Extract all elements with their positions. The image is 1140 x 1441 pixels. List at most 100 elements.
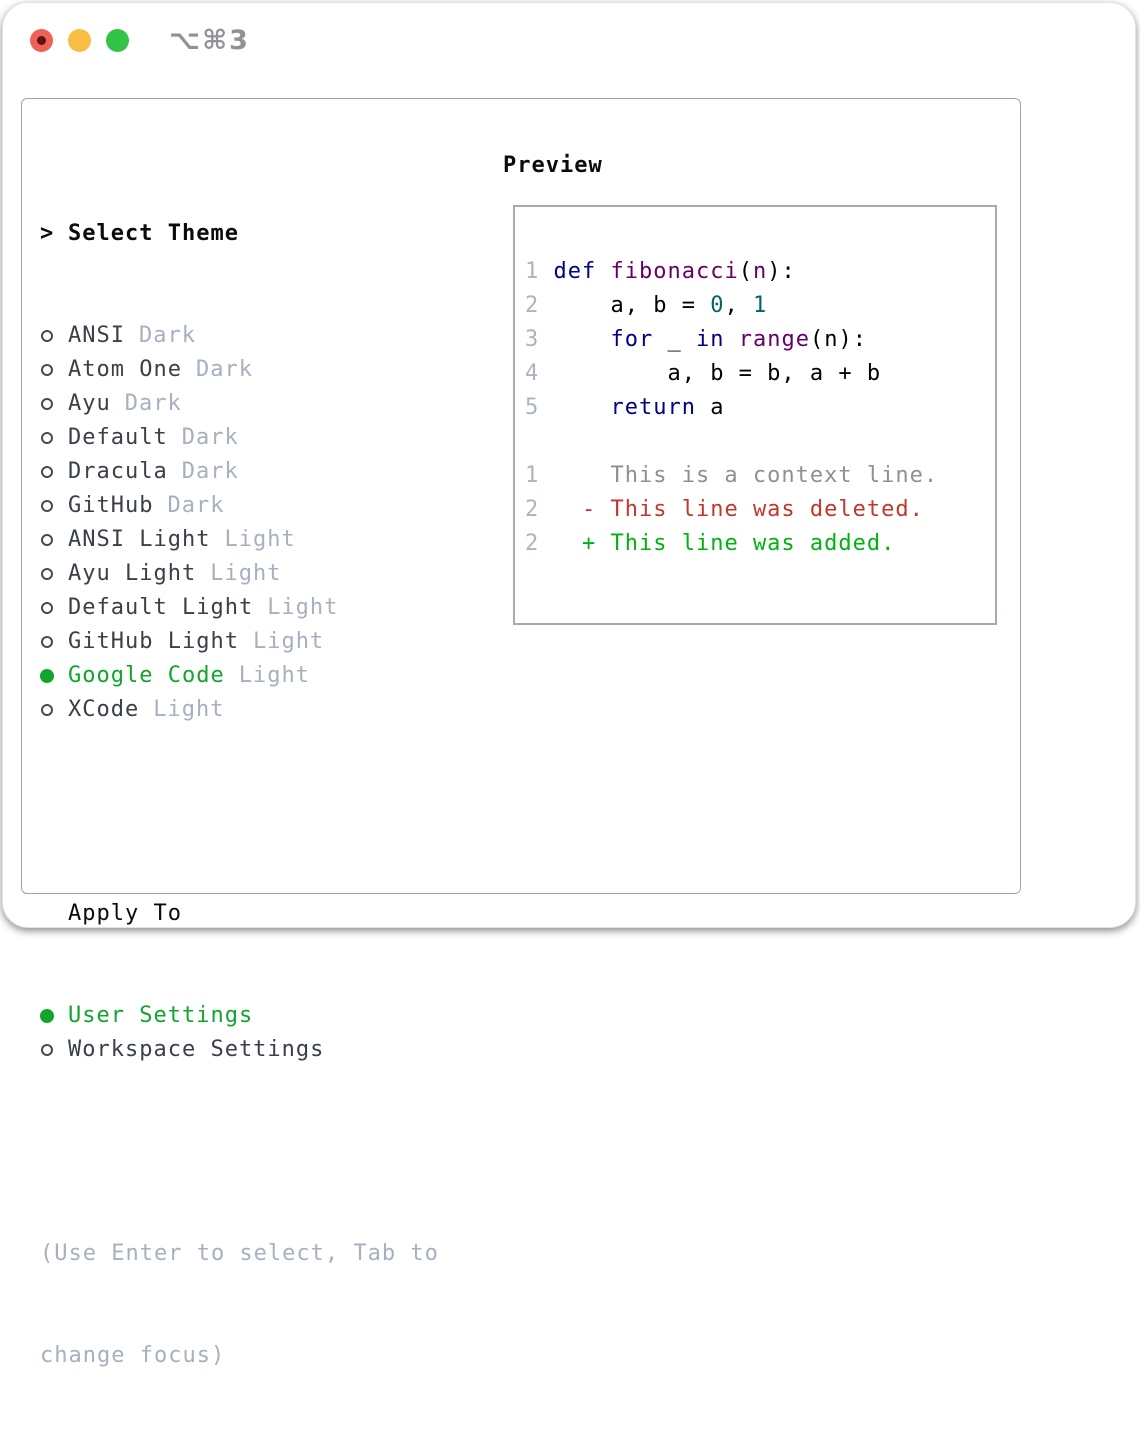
selection-cursor-marker: > xyxy=(40,217,68,251)
token-pl xyxy=(554,395,611,420)
radio-unselected-icon xyxy=(41,330,53,342)
minimize-button-icon[interactable] xyxy=(68,29,91,52)
code-line-8: 2 - This line was deleted. xyxy=(525,493,938,527)
radio-unselected-icon xyxy=(41,534,53,546)
theme-variant-badge: Light xyxy=(210,561,282,586)
select-theme-heading: Select Theme xyxy=(68,221,239,246)
theme-name: GitHub Light xyxy=(68,629,239,654)
token-pl xyxy=(539,531,582,556)
radio-marker xyxy=(40,557,68,591)
theme-name: Ayu xyxy=(68,391,111,416)
radio-unselected-icon xyxy=(41,466,53,478)
token-pl xyxy=(724,327,738,352)
token-lit: 1 xyxy=(752,293,768,318)
token-pl xyxy=(596,259,610,284)
theme-variant-badge: Dark xyxy=(195,357,253,382)
radio-marker xyxy=(40,1033,68,1067)
radio-marker xyxy=(40,353,68,387)
select-theme-heading-row: > Select Theme xyxy=(40,217,439,251)
spacer xyxy=(40,1135,439,1169)
token-kw: for xyxy=(610,327,654,352)
theme-name: XCode xyxy=(68,697,140,722)
keyboard-hint-line-1: (Use Enter to select, Tab to xyxy=(40,1241,439,1266)
theme-option-atom-one[interactable]: Atom One Dark xyxy=(40,353,439,387)
theme-name: Default Light xyxy=(68,595,254,620)
token-pl: a xyxy=(695,395,725,420)
token-pl: a, b = xyxy=(553,293,711,318)
theme-variant-badge: Light xyxy=(267,595,339,620)
zoom-button-icon[interactable] xyxy=(106,29,129,52)
cursor-icon: > xyxy=(40,221,55,246)
apply-to-heading-row: Apply To xyxy=(40,897,439,931)
radio-marker xyxy=(40,659,68,693)
close-button-icon[interactable] xyxy=(30,29,53,52)
token-kw: in xyxy=(695,327,725,352)
apply-option-workspace-settings[interactable]: Workspace Settings xyxy=(40,1033,439,1067)
token-ln: 2 xyxy=(525,293,554,318)
theme-variant-badge: Light xyxy=(153,697,225,722)
code-line-2: 2 a, b = 0, 1 xyxy=(525,289,938,323)
preview-heading: Preview xyxy=(503,153,603,178)
token-ln: 1 xyxy=(525,463,540,488)
token-ln: 2 xyxy=(525,531,540,556)
window-title: ⌥⌘3 xyxy=(169,25,250,56)
theme-name: Atom One xyxy=(68,357,182,382)
theme-option-ayu[interactable]: Ayu Dark xyxy=(40,387,439,421)
radio-marker xyxy=(40,387,68,421)
token-fn: range xyxy=(738,327,810,352)
token-add: + This line was added. xyxy=(582,531,896,556)
radio-unselected-icon xyxy=(41,398,53,410)
radio-unselected-icon xyxy=(41,1044,53,1056)
code-line-7: 1 This is a context line. xyxy=(525,459,938,493)
radio-unselected-icon xyxy=(41,602,53,614)
code-line-4: 4 a, b = b, a + b xyxy=(525,357,938,391)
token-fn: fibonacci xyxy=(610,259,739,284)
token-pl: , xyxy=(724,293,753,318)
theme-option-xcode[interactable]: XCode Light xyxy=(40,693,439,727)
theme-variant-badge: Dark xyxy=(124,391,182,416)
radio-unselected-icon xyxy=(41,364,53,376)
token-pl: _ xyxy=(653,327,696,352)
token-ln: 5 xyxy=(525,395,554,420)
radio-marker xyxy=(40,999,68,1033)
theme-name: Google Code xyxy=(68,663,225,688)
radio-selected-icon xyxy=(40,1009,54,1023)
apply-option-label: Workspace Settings xyxy=(68,1037,325,1062)
token-pl: a, b = b, a + b xyxy=(553,361,882,386)
token-ln: 1 xyxy=(525,259,554,284)
radio-marker xyxy=(40,421,68,455)
token-ln: 2 xyxy=(525,497,540,522)
theme-option-default-light[interactable]: Default Light Light xyxy=(40,591,439,625)
theme-name: ANSI xyxy=(68,323,125,348)
radio-selected-icon xyxy=(40,669,54,683)
apply-option-user-settings[interactable]: User Settings xyxy=(40,999,439,1033)
theme-variant-badge: Light xyxy=(224,527,296,552)
radio-unselected-icon xyxy=(41,432,53,444)
radio-marker xyxy=(40,455,68,489)
radio-marker xyxy=(40,319,68,353)
radio-unselected-icon xyxy=(41,704,53,716)
radio-marker xyxy=(40,625,68,659)
token-del: - This line was deleted. xyxy=(582,497,924,522)
code-line-3: 3 for _ in range(n): xyxy=(525,323,938,357)
radio-unselected-icon xyxy=(41,568,53,580)
theme-name: Dracula xyxy=(68,459,168,484)
keyboard-hint-line-2: change focus) xyxy=(40,1343,226,1368)
theme-variant-badge: Dark xyxy=(167,493,225,518)
empty-marker xyxy=(40,897,68,931)
radio-marker xyxy=(40,693,68,727)
token-kw: def xyxy=(553,259,597,284)
